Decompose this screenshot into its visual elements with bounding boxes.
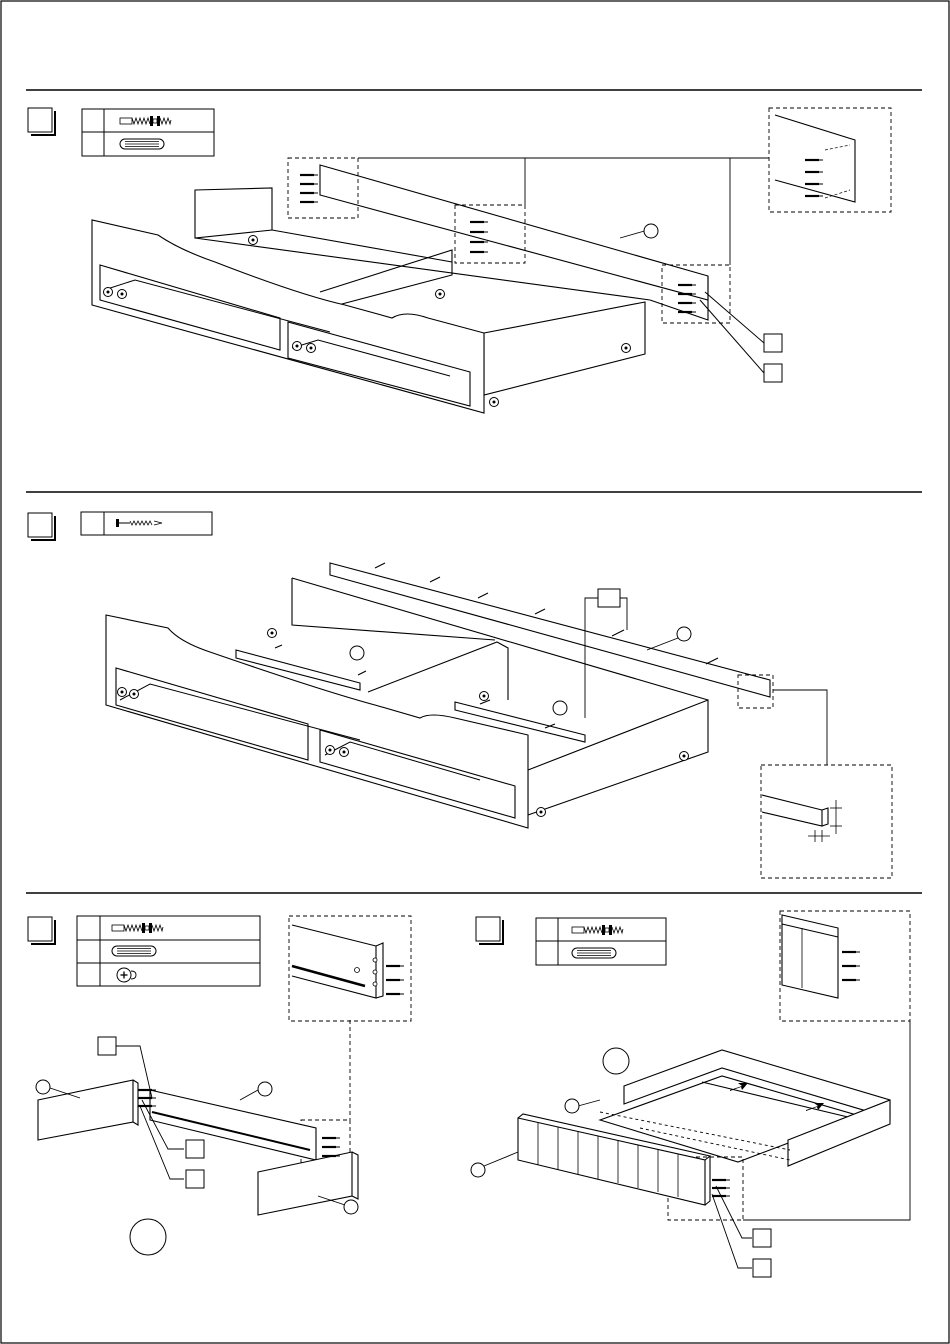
step-number-box bbox=[28, 108, 55, 135]
hardware-table bbox=[81, 512, 212, 535]
hardware-table bbox=[82, 109, 214, 156]
caster-wheel-icon bbox=[118, 290, 127, 299]
caster-wheel-icon bbox=[268, 629, 277, 638]
caster-wheel-icon bbox=[293, 342, 302, 351]
step-number-box bbox=[28, 513, 55, 540]
caster-wheel-icon bbox=[249, 236, 258, 245]
caster-wheel-icon bbox=[104, 288, 113, 297]
caster-wheel-icon bbox=[490, 398, 499, 407]
caster-wheel-icon bbox=[480, 692, 489, 701]
part-callout bbox=[644, 224, 658, 238]
enlarged-detail bbox=[782, 915, 838, 998]
caster-wheel-icon bbox=[680, 752, 689, 761]
caster-wheel-icon bbox=[118, 688, 127, 697]
hardware-table bbox=[77, 916, 260, 986]
hardware-table bbox=[536, 918, 666, 965]
wood-dowel-icon bbox=[572, 948, 616, 958]
caster-wheel-icon bbox=[340, 748, 349, 757]
wood-dowel-icon bbox=[112, 946, 156, 956]
wood-dowel-icon bbox=[120, 139, 164, 149]
caster-wheel-icon bbox=[307, 344, 316, 353]
caster-wheel-icon bbox=[537, 808, 546, 817]
caster-wheel-icon bbox=[622, 344, 631, 353]
caster-wheel-icon bbox=[326, 746, 335, 755]
caster-wheel-icon bbox=[436, 290, 445, 299]
hardware-callout bbox=[598, 589, 620, 607]
caster-wheel-icon bbox=[130, 690, 139, 699]
step-number-box bbox=[28, 917, 55, 944]
step-number-box bbox=[476, 917, 503, 944]
